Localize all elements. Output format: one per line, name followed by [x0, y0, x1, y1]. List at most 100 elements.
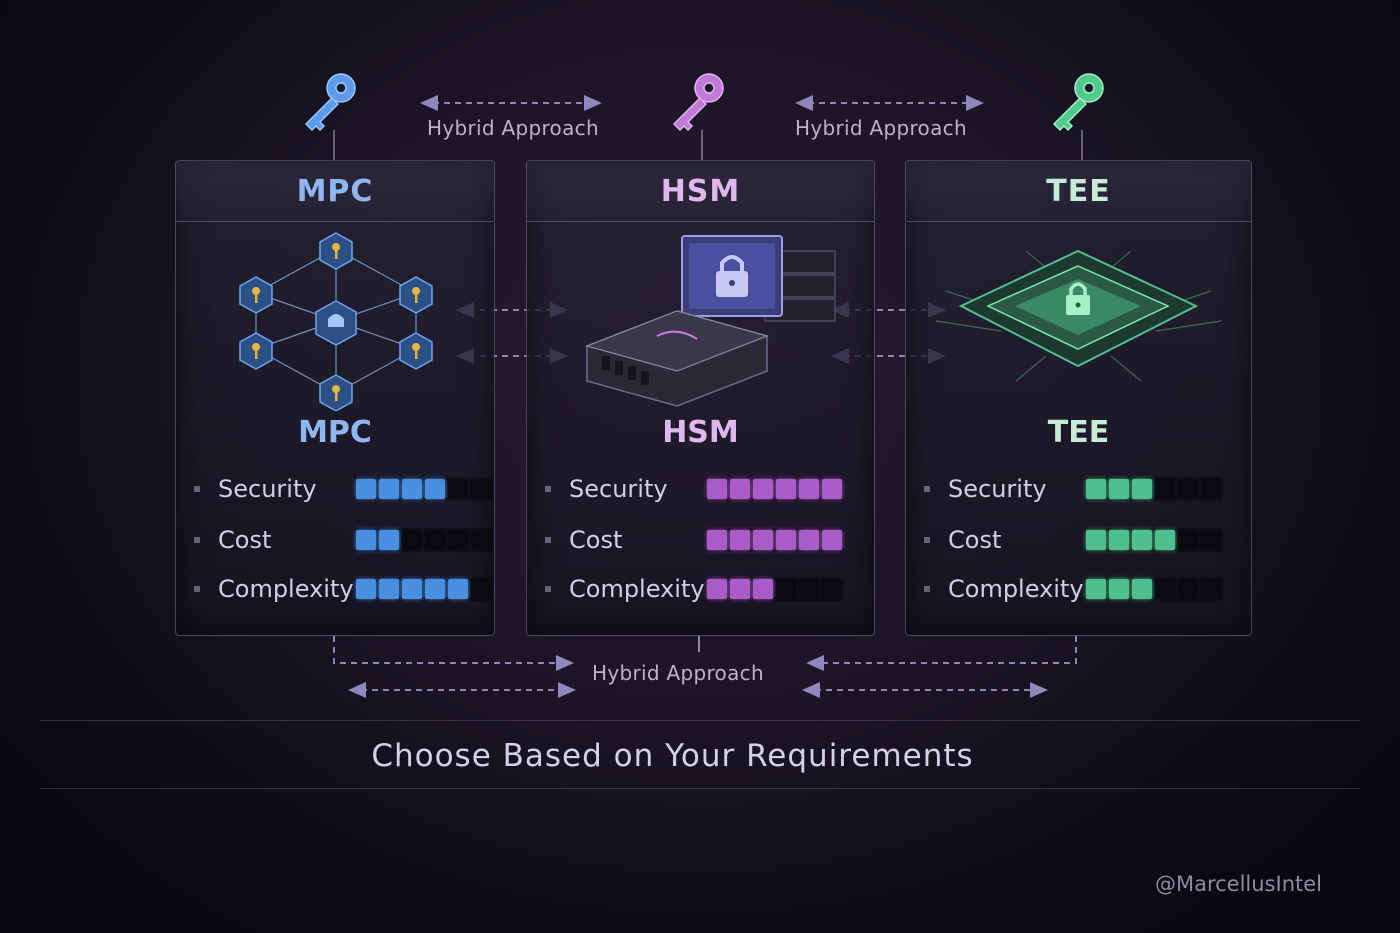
- hybrid-label-top-left: Hybrid Approach: [427, 116, 599, 140]
- tee-metric-cost: Cost: [924, 523, 1233, 557]
- rating-bar: [705, 528, 844, 552]
- rating-segment-filled: [799, 530, 819, 550]
- rating-bar: [1084, 477, 1223, 501]
- rating-segment-filled: [1132, 479, 1152, 499]
- tee-metric-complexity: Complexity: [924, 572, 1233, 606]
- rating-bar: [705, 577, 844, 601]
- rating-segment-empty: [402, 530, 422, 550]
- rating-segment-filled: [1132, 530, 1152, 550]
- hsm-metric-security: Security: [545, 472, 856, 506]
- rating-bar: [1084, 528, 1223, 552]
- metric-label: Security: [569, 475, 668, 503]
- rating-segment-filled: [448, 579, 468, 599]
- rating-segment-filled: [1109, 479, 1129, 499]
- metric-label: Complexity: [218, 575, 354, 603]
- metric-label: Complexity: [569, 575, 705, 603]
- rating-segment-filled: [753, 479, 773, 499]
- tee-metric-security: Security: [924, 472, 1233, 506]
- rating-segment-filled: [730, 530, 750, 550]
- rating-segment-filled: [379, 530, 399, 550]
- mpc-panel-title: MPC: [176, 161, 494, 222]
- metric-label: Security: [948, 475, 1047, 503]
- rating-segment-empty: [425, 530, 445, 550]
- rating-segment-empty: [1201, 479, 1221, 499]
- metric-label: Cost: [218, 526, 272, 554]
- mpc-panel-subtitle: MPC: [298, 415, 372, 450]
- metric-label: Complexity: [948, 575, 1084, 603]
- rating-segment-empty: [471, 479, 491, 499]
- rating-segment-filled: [356, 530, 376, 550]
- rating-segment-filled: [730, 579, 750, 599]
- rating-segment-empty: [776, 579, 796, 599]
- mpc-metric-cost: Cost: [194, 523, 493, 557]
- rating-segment-filled: [730, 479, 750, 499]
- rating-segment-filled: [822, 479, 842, 499]
- rating-segment-filled: [1109, 579, 1129, 599]
- rating-segment-empty: [1178, 530, 1198, 550]
- rating-segment-filled: [1132, 579, 1152, 599]
- rating-segment-filled: [356, 579, 376, 599]
- rating-segment-filled: [776, 530, 796, 550]
- key-network-icon: [176, 231, 494, 411]
- rating-bar: [354, 577, 493, 601]
- rating-segment-empty: [471, 530, 491, 550]
- rating-segment-empty: [1178, 479, 1198, 499]
- footer-divider-top: [40, 720, 1360, 721]
- rating-bar: [354, 528, 493, 552]
- rating-segment-filled: [776, 479, 796, 499]
- hardware-security-module-icon: [527, 231, 874, 411]
- rating-segment-filled: [1109, 530, 1129, 550]
- rating-segment-filled: [707, 579, 727, 599]
- metric-label: Security: [218, 475, 317, 503]
- mpc-key-icon: [296, 66, 366, 136]
- hybrid-label-top-right: Hybrid Approach: [795, 116, 967, 140]
- rating-segment-filled: [402, 479, 422, 499]
- secure-chip-icon: [906, 231, 1251, 411]
- rating-bar: [354, 477, 493, 501]
- hsm-panel: HSM HSM: [526, 160, 875, 636]
- hsm-key-icon: [664, 66, 734, 136]
- rating-segment-empty: [471, 579, 491, 599]
- rating-segment-empty: [1201, 530, 1221, 550]
- hybrid-label-bottom: Hybrid Approach: [592, 661, 764, 685]
- tee-panel: TEE TEE Security Cost: [905, 160, 1252, 636]
- rating-segment-empty: [822, 579, 842, 599]
- metric-label: Cost: [569, 526, 623, 554]
- rating-segment-filled: [1086, 530, 1106, 550]
- tee-key-icon: [1044, 66, 1114, 136]
- mpc-metric-complexity: Complexity: [194, 572, 493, 606]
- bottom-left-bracket: [333, 636, 574, 671]
- hsm-panel-subtitle: HSM: [662, 415, 739, 450]
- mpc-metric-security: Security: [194, 472, 493, 506]
- rating-segment-empty: [1155, 479, 1175, 499]
- rating-segment-filled: [425, 579, 445, 599]
- rating-segment-filled: [707, 530, 727, 550]
- hsm-metric-complexity: Complexity: [545, 572, 856, 606]
- rating-segment-empty: [1155, 579, 1175, 599]
- rating-segment-filled: [402, 579, 422, 599]
- rating-segment-filled: [1086, 479, 1106, 499]
- rating-segment-filled: [753, 530, 773, 550]
- rating-segment-empty: [448, 530, 468, 550]
- rating-segment-filled: [379, 579, 399, 599]
- rating-segment-empty: [448, 479, 468, 499]
- rating-segment-filled: [753, 579, 773, 599]
- footer-title: Choose Based on Your Requirements: [371, 738, 974, 774]
- bottom-right-bracket: [806, 636, 1077, 671]
- rating-segment-empty: [1178, 579, 1198, 599]
- footer-divider-bottom: [40, 788, 1360, 789]
- rating-segment-filled: [799, 479, 819, 499]
- rating-segment-filled: [822, 530, 842, 550]
- rating-segment-filled: [707, 479, 727, 499]
- rating-segment-filled: [1086, 579, 1106, 599]
- hsm-panel-title: HSM: [527, 161, 874, 222]
- watermark: @MarcellusIntel: [1154, 872, 1322, 896]
- metric-label: Cost: [948, 526, 1002, 554]
- rating-segment-empty: [799, 579, 819, 599]
- rating-segment-filled: [1155, 530, 1175, 550]
- rating-segment-filled: [379, 479, 399, 499]
- rating-segment-filled: [425, 479, 445, 499]
- mpc-panel: MPC: [175, 160, 495, 636]
- rating-segment-filled: [356, 479, 376, 499]
